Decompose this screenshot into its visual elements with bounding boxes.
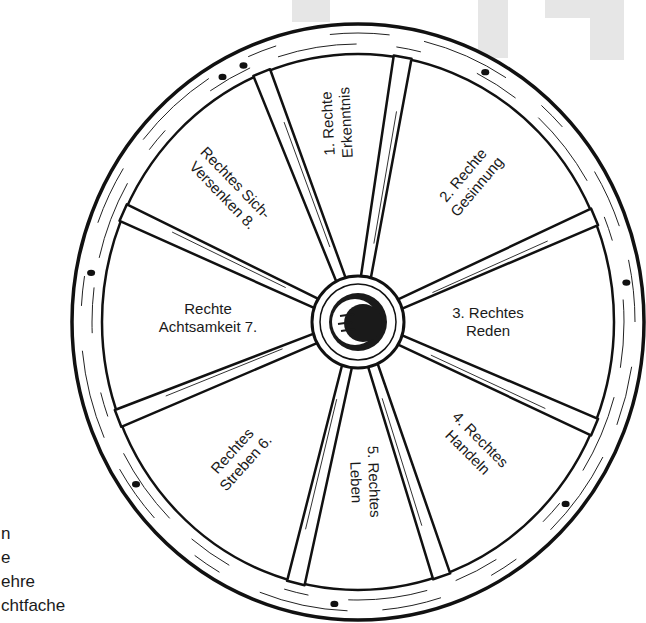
cut-off-text: e: [1, 548, 10, 568]
wheel-hub: [312, 276, 404, 368]
rim-bolt: [481, 69, 489, 75]
watermark-shape: [292, 0, 330, 22]
spoke-grain: [172, 232, 286, 288]
rim-bolt: [239, 62, 247, 68]
spoke-grain: [431, 355, 545, 408]
hub-ring: [320, 284, 396, 360]
rim-bolt: [219, 74, 227, 80]
spoke-grain: [382, 398, 422, 525]
spoke-grain: [374, 111, 397, 243]
rim-grain: [81, 33, 635, 611]
hub-hatch: [341, 329, 355, 331]
cut-off-text: chtfache: [1, 596, 65, 616]
spoke-grain: [432, 241, 547, 293]
spoke-grain: [166, 349, 283, 396]
hub-core: [329, 293, 387, 351]
wheel-spoke: [397, 335, 599, 436]
path-step-label: 3. Rechtes Reden: [445, 304, 531, 340]
hub-hatch: [340, 314, 354, 316]
wheel-spoke: [115, 333, 319, 427]
watermark-shape: [545, 0, 605, 18]
wheel-inner-rim: [102, 54, 614, 590]
wheel-rim: [72, 24, 644, 620]
hub-hatch: [338, 322, 352, 324]
path-step-label: 1. Rechte Erkenntnis: [317, 80, 357, 166]
rim-bolt: [622, 279, 630, 285]
wheel-spoke: [287, 363, 352, 585]
rim-bolt: [87, 270, 95, 276]
wheel-spoke: [120, 204, 320, 308]
path-step-label: Rechte Achtsamkeit 7.: [148, 300, 268, 336]
rim-bolt: [132, 481, 140, 487]
cut-off-text: ehre: [1, 572, 35, 592]
rim-bolt: [330, 601, 338, 607]
rim-bolt: [562, 501, 570, 507]
spoke-grain: [306, 399, 337, 529]
cut-off-text: n: [1, 524, 10, 544]
rim-grain: [92, 44, 624, 600]
watermark-shape: [478, 0, 508, 58]
wheel-spoke: [397, 209, 599, 310]
wheel-spoke: [361, 56, 412, 280]
path-step-label: 5. Rechtes Leben: [345, 438, 384, 525]
